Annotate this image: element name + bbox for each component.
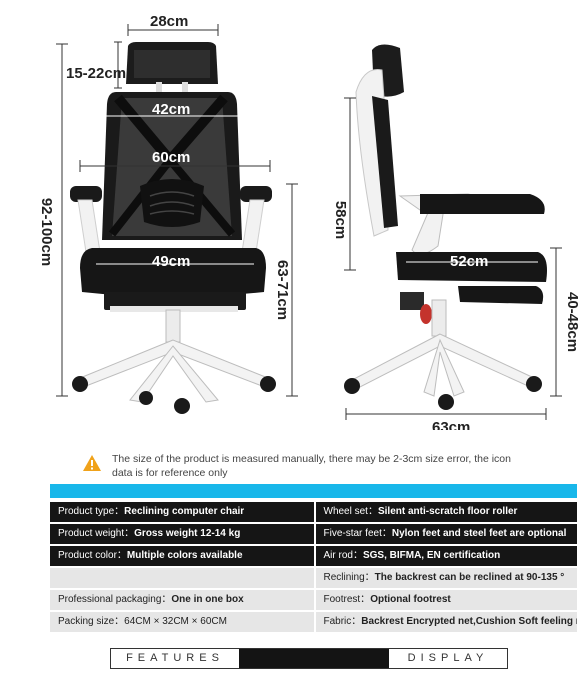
spec-row: Packing size：64CM × 32CM × 60CM Fabric：B… <box>50 612 577 632</box>
backrest-height-label: 58cm <box>332 201 349 239</box>
spec-row: Reclining：The backrest can be reclined a… <box>50 568 577 588</box>
warning-icon <box>83 455 101 471</box>
spec-row: Product type：Reclining computer chair Wh… <box>50 502 577 522</box>
spec-table: Product type：Reclining computer chair Wh… <box>50 502 577 634</box>
spec-cell-wheel-set: Wheel set：Silent anti-scratch floor roll… <box>313 502 577 522</box>
front-dimension-lines <box>56 24 298 397</box>
spec-row: Product weight：Gross weight 12-14 kg Fiv… <box>50 524 577 544</box>
spec-cell-footrest: Footrest：Optional footrest <box>313 590 577 610</box>
display-label: DISPLAY <box>407 652 489 664</box>
spec-cell-air-rod: Air rod：SGS, BIFMA, EN certification <box>313 546 577 566</box>
spec-cell-product-type: Product type：Reclining computer chair <box>50 502 314 522</box>
spec-cell-fabric: Fabric：Backrest Encrypted net,Cushion So… <box>313 612 577 632</box>
side-dimension-lines <box>344 97 562 420</box>
spec-cell-empty <box>50 568 314 588</box>
seat-depth-label: 52cm <box>450 253 488 270</box>
headrest-width-label: 28cm <box>150 13 188 30</box>
spec-cell-five-star-feet: Five-star feet：Nylon feet and steel feet… <box>313 524 577 544</box>
seat-width-label: 49cm <box>152 253 190 270</box>
spec-cell-reclining: Reclining：The backrest can be reclined a… <box>313 568 577 588</box>
chair-dimension-figure: 28cm 15-22cm 42cm 60cm 49cm 92-100cm 63-… <box>38 13 581 430</box>
armrest-span-label: 60cm <box>152 149 190 166</box>
front-dimension-labels: 28cm 15-22cm 42cm 60cm 49cm 92-100cm 63-… <box>38 13 291 320</box>
notice-text: The size of the product is measured manu… <box>112 453 511 479</box>
spec-cell-packing-size: Packing size：64CM × 32CM × 60CM <box>50 612 314 632</box>
seat-height-side-label: 40-48cm <box>564 292 581 352</box>
chair-front-view <box>70 42 276 414</box>
size-notice: The size of the product is measured manu… <box>82 452 512 486</box>
side-dimension-labels: 58cm 52cm 63cm 40-48cm <box>332 201 581 430</box>
accent-band <box>50 484 577 498</box>
headrest-height-label: 15-22cm <box>66 65 126 82</box>
backrest-width-label: 42cm <box>152 101 190 118</box>
spec-cell-product-weight: Product weight：Gross weight 12-14 kg <box>50 524 314 544</box>
seat-height-front-label: 63-71cm <box>274 260 291 320</box>
features-label: FEATURES <box>126 652 224 664</box>
spec-row: Product color：Multiple colors available … <box>50 546 577 566</box>
spec-cell-product-color: Product color：Multiple colors available <box>50 546 314 566</box>
base-width-label: 63cm <box>432 419 470 430</box>
banner-dark-block <box>239 649 389 668</box>
spec-row: Professional packaging：One in one box Fo… <box>50 590 577 610</box>
chair-side-view <box>344 44 547 410</box>
total-height-label: 92-100cm <box>38 198 55 266</box>
features-display-banner: FEATURES DISPLAY <box>110 648 508 669</box>
spec-cell-packaging: Professional packaging：One in one box <box>50 590 314 610</box>
